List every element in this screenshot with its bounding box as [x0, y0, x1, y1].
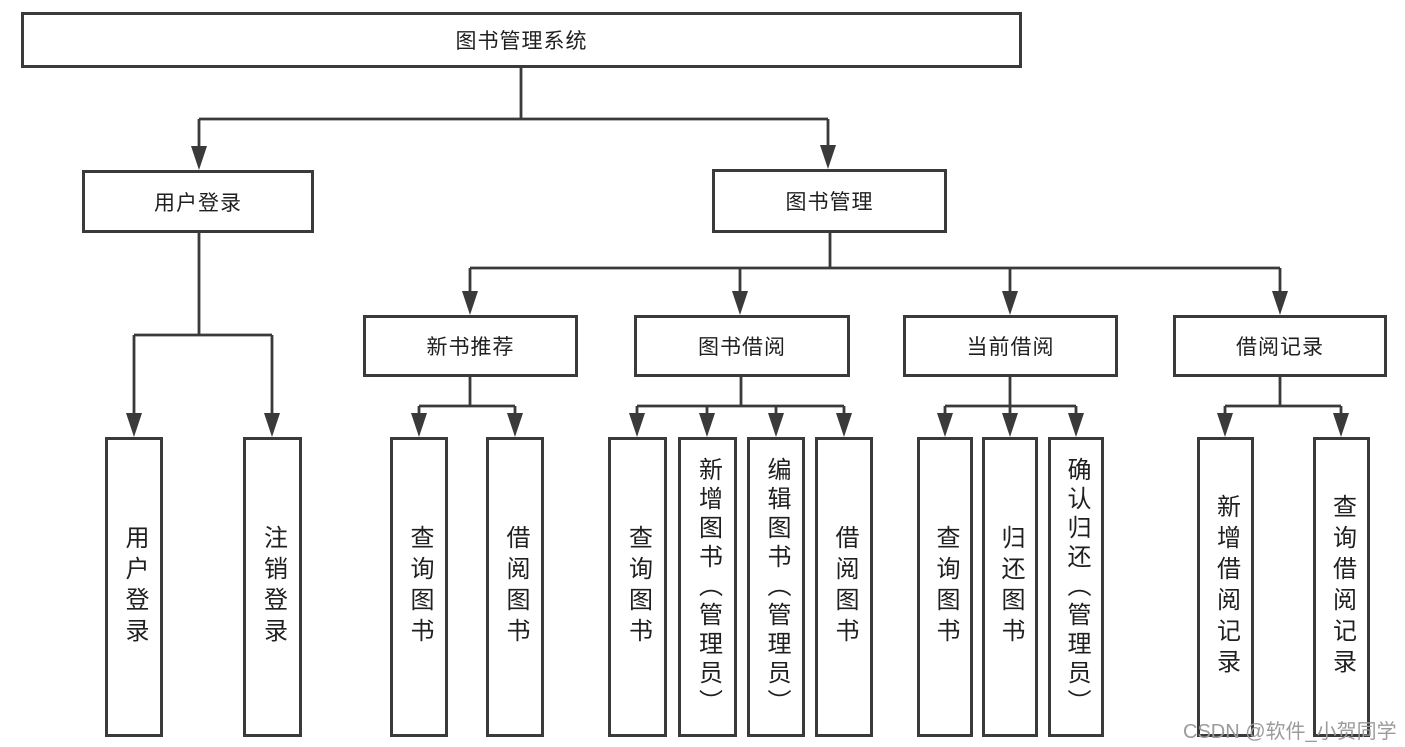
leaf-query-books-recommend: 查询图书 [390, 437, 448, 737]
leaf-borrow-books: 借阅图书 [815, 437, 873, 737]
leaf-edit-books-admin: 编辑图书（管理员） [747, 437, 805, 737]
leaf-confirm-return-admin: 确认归还（管理员） [1048, 437, 1104, 737]
node-book-management: 图书管理 [712, 169, 947, 233]
leaf-query-books-borrowing: 查询图书 [608, 437, 667, 737]
leaf-query-borrow-record: 查询借阅记录 [1313, 437, 1370, 737]
leaf-query-books-current: 查询图书 [917, 437, 973, 737]
node-user-login: 用户登录 [82, 170, 314, 233]
node-borrowing-records: 借阅记录 [1173, 315, 1387, 377]
leaf-logout: 注销登录 [243, 437, 302, 737]
leaf-user-login: 用户登录 [105, 437, 163, 737]
node-book-borrowing: 图书借阅 [634, 315, 850, 377]
node-library-management-system: 图书管理系统 [21, 12, 1022, 68]
leaf-add-books-admin: 新增图书（管理员） [678, 437, 737, 737]
csdn-watermark: CSDN @软件_小贺同学 [1183, 721, 1397, 743]
leaf-borrow-books-recommend: 借阅图书 [486, 437, 544, 737]
node-new-book-recommendation: 新书推荐 [363, 315, 578, 377]
leaf-return-books: 归还图书 [982, 437, 1038, 737]
node-current-borrowing: 当前借阅 [903, 315, 1118, 377]
leaf-add-borrow-record: 新增借阅记录 [1197, 437, 1254, 737]
